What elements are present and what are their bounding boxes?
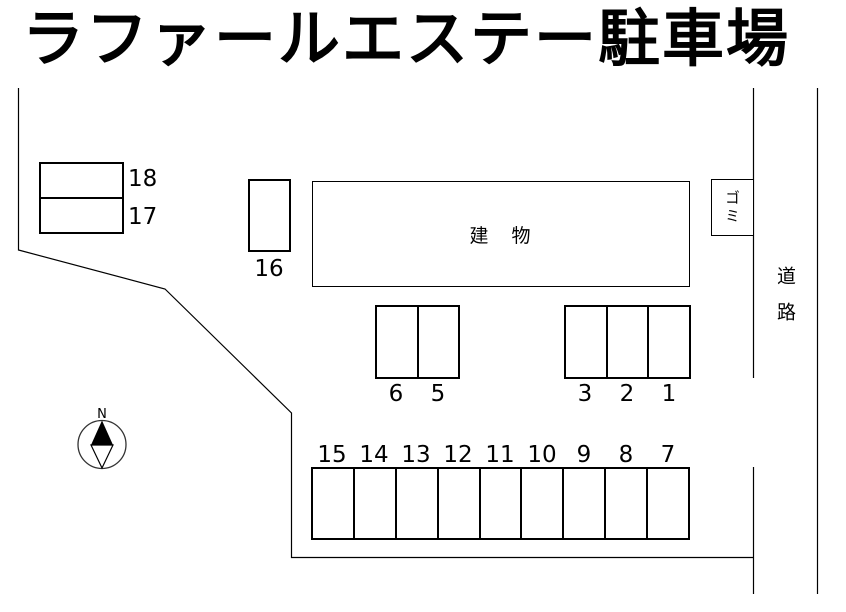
space-16-label: 16 bbox=[254, 256, 284, 282]
space-3-label: 3 bbox=[577, 381, 593, 407]
space-3 bbox=[566, 307, 608, 377]
space-13-label: 13 bbox=[401, 442, 431, 468]
space-5-label: 5 bbox=[430, 381, 446, 407]
space-10-label: 10 bbox=[527, 442, 557, 468]
space-2 bbox=[608, 307, 650, 377]
space-1-label: 1 bbox=[661, 381, 677, 407]
space-8-label: 8 bbox=[618, 442, 634, 468]
compass-needle-south bbox=[90, 444, 114, 470]
space-9-label: 9 bbox=[576, 442, 592, 468]
space-12 bbox=[439, 469, 481, 538]
space-11-label: 11 bbox=[485, 442, 515, 468]
space-6-label: 6 bbox=[388, 381, 404, 407]
space-18-label: 18 bbox=[128, 166, 158, 192]
space-9 bbox=[564, 469, 607, 538]
compass-needle-north bbox=[91, 420, 113, 445]
space-1 bbox=[649, 307, 689, 377]
parking-group-18-17 bbox=[39, 162, 124, 234]
building: 建 物 bbox=[312, 181, 690, 287]
parking-group-3-2-1 bbox=[564, 305, 691, 379]
road-label: 道路 bbox=[774, 266, 796, 338]
space-17-label: 17 bbox=[128, 204, 158, 230]
space-17 bbox=[41, 199, 122, 232]
building-label: 建 物 bbox=[469, 224, 533, 247]
compass-icon: N bbox=[77, 407, 127, 470]
space-13 bbox=[397, 469, 439, 538]
space-7-label: 7 bbox=[660, 442, 676, 468]
garbage-label: ゴミ bbox=[723, 189, 741, 226]
space-15-label: 15 bbox=[317, 442, 347, 468]
space-16 bbox=[250, 181, 289, 250]
space-6 bbox=[377, 307, 419, 377]
space-12-label: 12 bbox=[443, 442, 473, 468]
lot-boundary-line bbox=[17, 88, 753, 559]
space-10 bbox=[522, 469, 565, 538]
parking-group-15-to-7 bbox=[311, 467, 690, 540]
space-15 bbox=[313, 469, 355, 538]
space-5 bbox=[419, 307, 459, 377]
page-title: ラファールエステー駐車場 bbox=[22, 2, 791, 75]
space-2-label: 2 bbox=[619, 381, 635, 407]
parking-group-16 bbox=[248, 179, 291, 252]
space-7 bbox=[648, 469, 688, 538]
space-14-label: 14 bbox=[359, 442, 389, 468]
garbage-box: ゴミ bbox=[711, 179, 754, 236]
compass-n-label: N bbox=[97, 407, 107, 422]
parking-group-6-5 bbox=[375, 305, 460, 379]
space-8 bbox=[606, 469, 649, 538]
space-11 bbox=[481, 469, 523, 538]
space-18 bbox=[41, 164, 122, 199]
space-14 bbox=[355, 469, 397, 538]
